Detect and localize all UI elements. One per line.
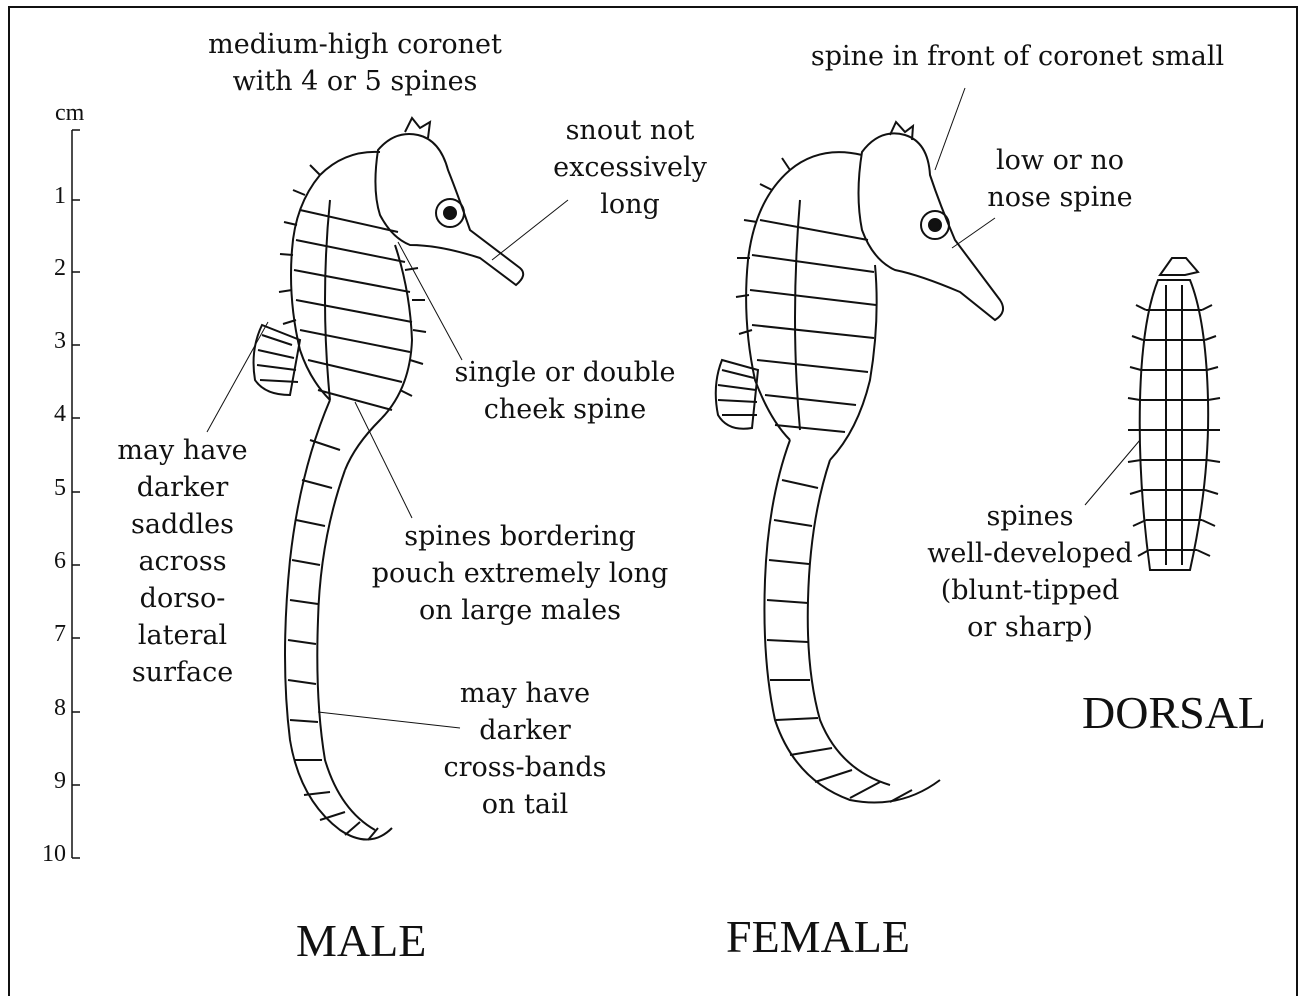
view-title-female: FEMALE [726, 912, 910, 962]
scale-tick-7: 7 [36, 622, 66, 646]
label-dorsal-spines: spines well-developed (blunt-tipped or s… [915, 498, 1145, 646]
scale-ruler [72, 130, 80, 858]
label-crossbands-line: may have [430, 675, 620, 712]
label-coronet-line: medium-high coronet [190, 26, 520, 63]
label-crossbands-line: darker [430, 712, 620, 749]
leader-nose [952, 218, 995, 248]
label-pouch-line: on large males [355, 592, 685, 629]
label-saddles-line: lateral [100, 617, 265, 654]
label-cross-bands: may have darker cross-bands on tail [430, 675, 620, 823]
scale-tick-8: 8 [36, 696, 66, 720]
label-saddles-line: dorso- [100, 580, 265, 617]
scale-tick-3: 3 [36, 329, 66, 353]
scale-tick-9: 9 [36, 769, 66, 793]
label-snout: snout not excessively long [540, 112, 720, 223]
scale-tick-10: 10 [36, 842, 66, 866]
view-title-male: MALE [296, 916, 426, 966]
label-dorsal-spines-line: well-developed [915, 535, 1145, 572]
label-coronet-line: with 4 or 5 spines [190, 63, 520, 100]
label-saddles-line: saddles [100, 506, 265, 543]
label-front-spine-line: spine in front of coronet small [795, 38, 1240, 75]
label-dorsal-spines-line: spines [915, 498, 1145, 535]
leader-saddles [207, 322, 268, 432]
view-title-dorsal: DORSAL [1082, 688, 1266, 738]
leader-pouch [355, 402, 412, 518]
label-snout-line: excessively [540, 149, 720, 186]
label-pouch-line: pouch extremely long [355, 555, 685, 592]
label-cheek-line: cheek spine [440, 391, 690, 428]
label-snout-line: long [540, 186, 720, 223]
scale-unit: cm [55, 100, 84, 127]
label-cheek-line: single or double [440, 354, 690, 391]
scale-tick-1: 1 [36, 184, 66, 208]
label-saddles-line: may have [100, 432, 265, 469]
label-nose-line: low or no [975, 142, 1145, 179]
leader-dorsal-spines [1085, 440, 1140, 505]
scale-tick-6: 6 [36, 549, 66, 573]
label-nose-spine: low or no nose spine [975, 142, 1145, 216]
female-seahorse-drawing [716, 122, 1003, 803]
label-coronet: medium-high coronet with 4 or 5 spines [190, 26, 520, 100]
label-cheek-spine: single or double cheek spine [440, 354, 690, 428]
label-crossbands-line: cross-bands [430, 749, 620, 786]
label-nose-line: nose spine [975, 179, 1145, 216]
leader-front-spine [935, 88, 965, 170]
label-front-spine: spine in front of coronet small [795, 38, 1240, 75]
label-dorsal-spines-line: or sharp) [915, 609, 1145, 646]
label-saddles-line: surface [100, 654, 265, 691]
label-pouch-spines: spines bordering pouch extremely long on… [355, 518, 685, 629]
label-saddles-line: across [100, 543, 265, 580]
label-pouch-line: spines bordering [355, 518, 685, 555]
scale-tick-2: 2 [36, 256, 66, 280]
label-saddles: may have darker saddles across dorso- la… [100, 432, 265, 691]
label-crossbands-line: on tail [430, 786, 620, 823]
label-saddles-line: darker [100, 469, 265, 506]
label-snout-line: snout not [540, 112, 720, 149]
label-dorsal-spines-line: (blunt-tipped [915, 572, 1145, 609]
scale-tick-4: 4 [36, 402, 66, 426]
scale-tick-5: 5 [36, 476, 66, 500]
